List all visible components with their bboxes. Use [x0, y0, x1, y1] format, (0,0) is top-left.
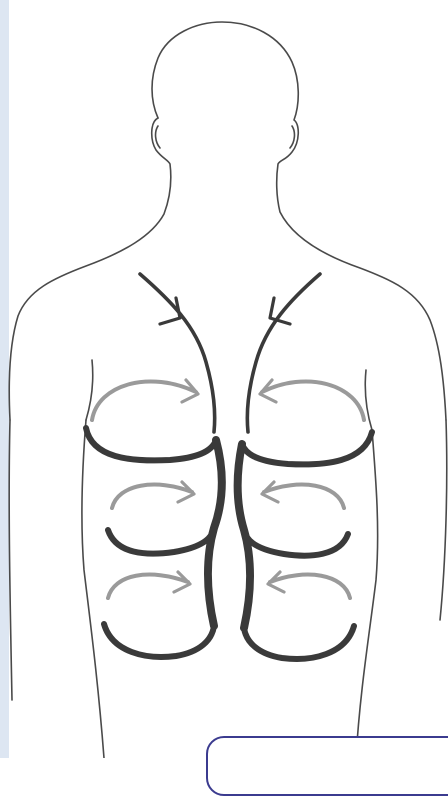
- arrowhead-icon-primary: [160, 298, 290, 324]
- arrowhead-right-3: [268, 572, 284, 592]
- arm-right-outer: [440, 420, 447, 620]
- loop-dark-right-1: [242, 432, 372, 464]
- loop-dark-right-2: [244, 530, 348, 556]
- primary-paths: [86, 274, 372, 659]
- arrowhead-diagonal-right: [270, 298, 290, 324]
- head-outline: [152, 22, 446, 420]
- arrowhead-icon: [174, 380, 284, 592]
- loop-left-3: [108, 575, 188, 598]
- loop-right-2: [264, 485, 344, 508]
- loop-dark-left-1: [86, 428, 216, 460]
- spine-left: [208, 440, 222, 626]
- loop-left-2: [112, 485, 192, 508]
- body-diagram: [0, 0, 448, 758]
- ear-right: [290, 126, 294, 148]
- secondary-paths: [92, 381, 364, 598]
- ear-left: [156, 126, 160, 148]
- arm-left-inner: [82, 420, 104, 758]
- diagonal-right: [247, 274, 320, 432]
- torso-right: [365, 370, 372, 430]
- loop-left-1: [92, 381, 196, 420]
- loop-right-1: [262, 381, 364, 420]
- head-outline-left: [9, 118, 170, 420]
- body-outline: [9, 22, 447, 758]
- arm-left-outer: [9, 420, 12, 700]
- arm-right-inner: [356, 430, 378, 758]
- callout-box: [206, 736, 448, 796]
- loop-dark-left-2: [108, 528, 214, 554]
- loop-right-3: [270, 575, 350, 598]
- loop-dark-right-3: [244, 626, 354, 659]
- loop-dark-left-3: [104, 624, 214, 657]
- figure: [0, 0, 448, 758]
- torso-left: [86, 360, 93, 420]
- arrowhead-right-2: [262, 482, 278, 502]
- spine-right: [238, 444, 250, 628]
- arrowhead-left-2: [178, 482, 194, 502]
